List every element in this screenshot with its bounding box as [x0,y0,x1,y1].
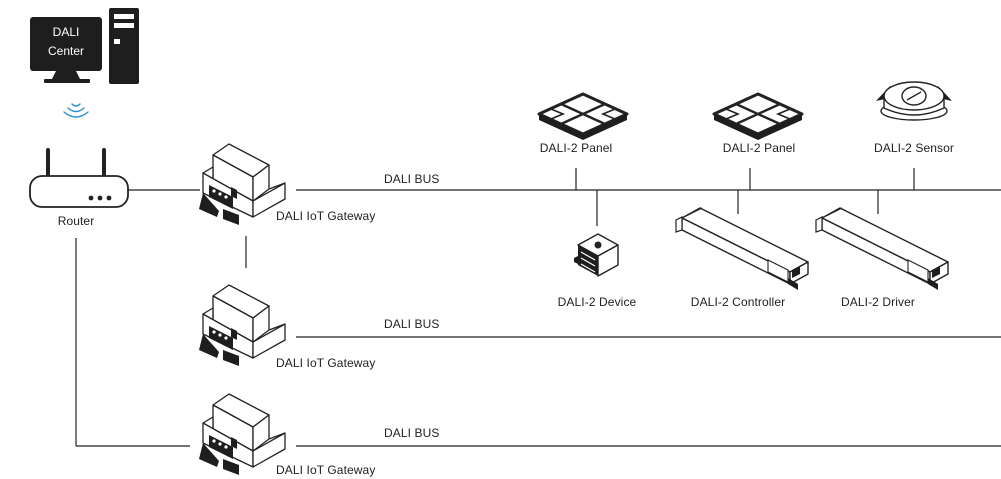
monitor-base [44,79,90,83]
gateway-icon [198,284,286,367]
sensor-label: DALI-2 Sensor [873,141,955,155]
driver-icon [815,207,949,291]
controller-label: DALI-2 Controller [690,295,786,309]
monitor-stand [52,71,80,79]
device-icon [574,233,619,277]
computer-screen-text: DALI Center [40,23,92,61]
router-label: Router [57,214,95,228]
controller-icon [675,207,809,291]
gateway-icon [198,143,286,226]
panel-icon [712,92,804,142]
computer-icon [30,8,139,84]
sensor-icon [876,81,952,121]
panel-icon [537,92,629,142]
driver-label: DALI-2 Driver [841,295,915,309]
tower-drive-bay [114,23,134,28]
panel2-label: DALI-2 Panel [722,141,796,155]
wifi-icon [63,103,89,118]
bus-label: DALI BUS [384,426,440,440]
computer-label-line1: DALI [52,25,80,39]
monitor-screen [30,17,102,71]
tower-drive-bay [114,14,134,19]
gateway-label: DALI IoT Gateway [276,209,376,223]
gateway-label: DALI IoT Gateway [276,463,376,477]
panel1-label: DALI-2 Panel [539,141,613,155]
bus-label: DALI BUS [384,317,440,331]
device-label: DALI-2 Device [557,295,637,309]
tower-case [109,8,139,84]
connection-lines [75,168,1001,447]
gateway-icon [198,393,286,476]
router-icon [29,148,129,208]
computer-label-line2: Center [47,44,85,58]
tower-button [114,39,120,44]
bus-label: DALI BUS [384,172,440,186]
gateway-label: DALI IoT Gateway [276,356,376,370]
